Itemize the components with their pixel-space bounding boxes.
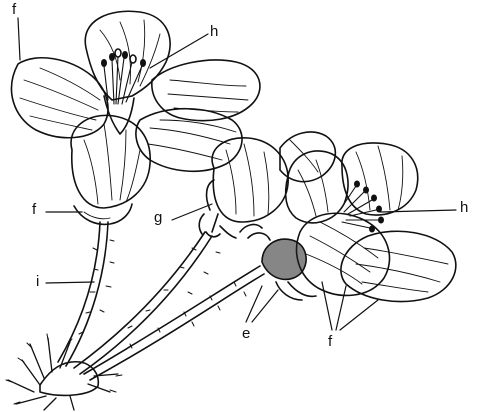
leader-h-right bbox=[380, 210, 456, 212]
petal bbox=[152, 60, 260, 121]
flower-left-open bbox=[12, 11, 260, 224]
leader-f-bottom-1 bbox=[322, 282, 332, 330]
petal bbox=[71, 115, 150, 208]
label-f-bottom: f bbox=[328, 334, 332, 349]
stalk-middle bbox=[74, 232, 205, 368]
flower-stalks bbox=[58, 222, 264, 380]
flower-right-open bbox=[240, 143, 456, 302]
receptacle bbox=[74, 204, 132, 224]
leader-f-top bbox=[18, 18, 20, 60]
leader-lines bbox=[18, 18, 456, 330]
label-f-mid: f bbox=[32, 202, 36, 217]
leader-i bbox=[46, 282, 94, 283]
leader-g bbox=[172, 204, 212, 220]
leader-f-bottom-2 bbox=[336, 286, 346, 330]
receptacle bbox=[262, 239, 306, 279]
label-h-right: h bbox=[460, 200, 468, 215]
label-i: i bbox=[36, 274, 39, 289]
leader-f-bottom-3 bbox=[340, 300, 378, 330]
petal bbox=[212, 138, 288, 222]
label-e: e bbox=[242, 326, 250, 341]
leader-e-2 bbox=[252, 290, 278, 322]
petal bbox=[12, 58, 108, 138]
petal bbox=[341, 231, 456, 301]
label-g: g bbox=[154, 210, 162, 225]
leader-e-1 bbox=[246, 286, 262, 322]
label-h-top: h bbox=[210, 24, 218, 39]
label-f-top: f bbox=[12, 2, 16, 17]
